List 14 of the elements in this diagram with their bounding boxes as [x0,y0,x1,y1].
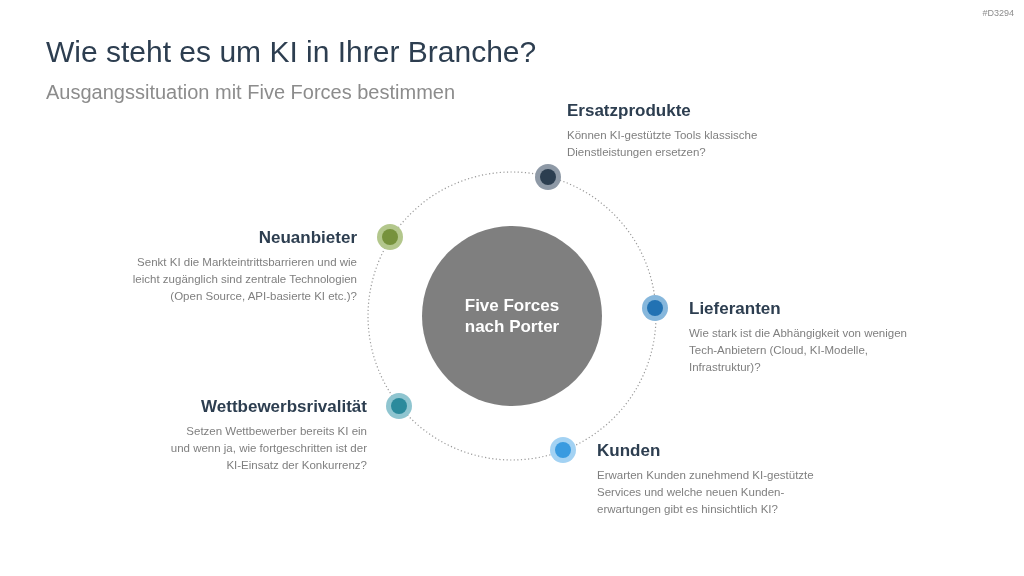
document-code: #D3294 [982,8,1014,18]
force-question: Setzen Wettbewerber bereits KI ein und wenn ja, wie fortgeschritten ist der KI-Einsatz der Konkurrenz? [169,424,367,473]
force-heading: Ersatzprodukte [567,100,692,122]
force-heading: Lieferanten [689,298,782,320]
force-question: Erwarten Kunden zunehmend KI-gestützte Services und welche neuen Kunden-erwartungen gibt es hinsichtlich KI? [597,468,815,517]
force-question: Können KI-gestützte Tools klassische Dienstleistungen ersetzen? [567,128,759,160]
force-question: Senkt KI die Markteintrittsbarrieren und wie leicht zugänglich sind zentrale Technologien (Open Source, API-basierte KI etc.)? [131,255,357,304]
page-title: Wie steht es um KI in Ihrer Branche? [46,35,537,69]
force-heading: Neuanbieter [257,227,357,249]
circle-label: Five Forces nach Porter [463,295,561,337]
force-heading: Kunden [597,440,662,462]
page-subtitle: Ausgangssituation mit Five Forces bestimmen [46,81,456,104]
force-question: Wie stark ist die Abhängigkeit von wenigen Tech-Anbietern (Cloud, KI-Modelle, Infrastruktur)? [689,326,908,375]
force-heading: Wettbewerbsrivalität [200,396,367,418]
